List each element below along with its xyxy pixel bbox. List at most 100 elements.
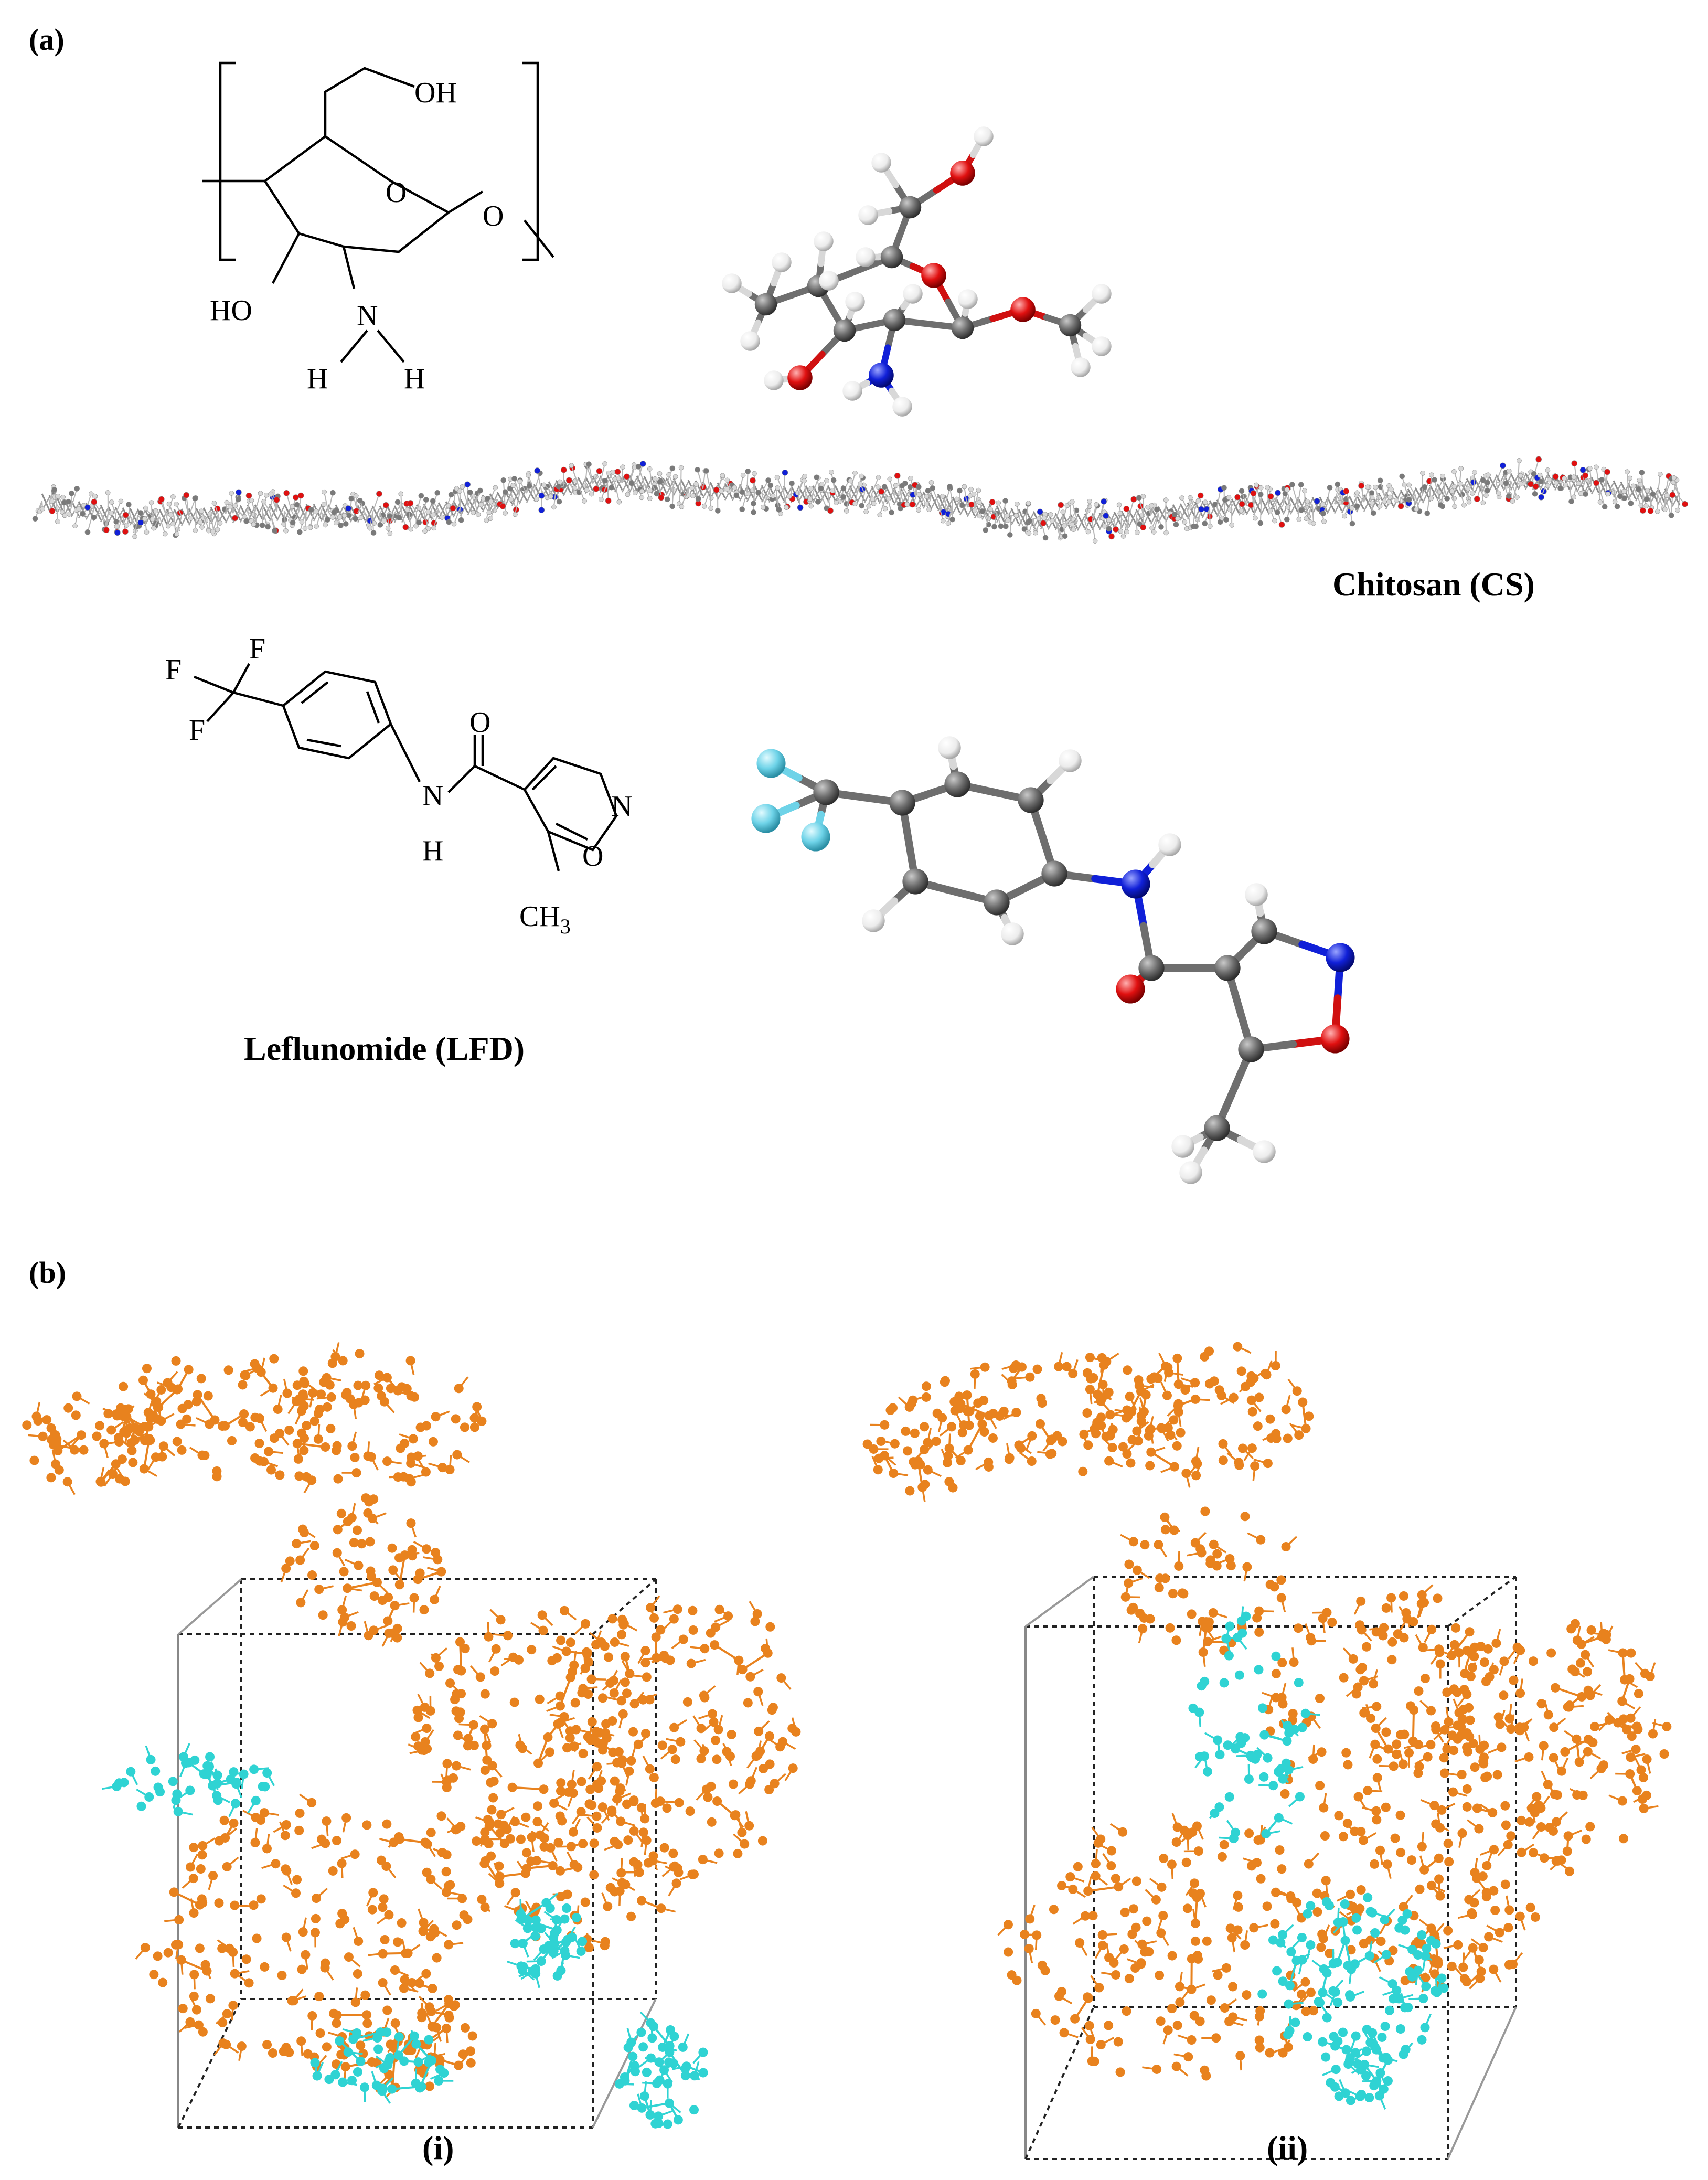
md-atom xyxy=(764,1784,774,1794)
md-atom xyxy=(322,1816,332,1826)
md-atom xyxy=(1462,1802,1472,1812)
chain-bond xyxy=(776,477,784,494)
md-atom xyxy=(628,2051,638,2061)
chain-atom xyxy=(533,496,539,502)
md-atom xyxy=(143,1408,153,1418)
chain-atom xyxy=(1226,495,1232,501)
chain-bond xyxy=(600,463,606,484)
chain-atom xyxy=(1440,473,1445,479)
md-atom xyxy=(163,1948,173,1958)
md-atom xyxy=(1341,1748,1351,1758)
md-atom xyxy=(293,1454,303,1464)
md-atom xyxy=(610,1887,620,1897)
chain-atom xyxy=(1604,469,1610,475)
md-atom xyxy=(1027,1431,1037,1441)
md-atom xyxy=(1173,1379,1183,1389)
md-atom xyxy=(617,1755,627,1765)
chain-atom xyxy=(1532,491,1538,497)
md-atom xyxy=(1404,1748,1414,1758)
md-atom xyxy=(157,1452,167,1462)
md-atom xyxy=(347,1441,357,1451)
chain-atom xyxy=(1432,477,1437,483)
md-atom xyxy=(1398,1759,1408,1769)
md-atom xyxy=(955,1403,965,1413)
md-atom xyxy=(661,1653,671,1663)
chain-atom xyxy=(1449,488,1455,494)
md-atom xyxy=(962,1390,972,1400)
chain-atom xyxy=(1571,460,1578,467)
chain-atom xyxy=(876,475,881,480)
md-atom xyxy=(422,1867,432,1877)
chain-atom xyxy=(166,501,172,507)
chain-atom xyxy=(840,494,847,500)
chain-bond xyxy=(1076,515,1086,531)
md-atom xyxy=(1433,1593,1443,1603)
md-atom xyxy=(1246,1395,1256,1405)
md-atom xyxy=(956,1455,966,1465)
chain-atom xyxy=(1594,464,1599,470)
md-atom xyxy=(728,1779,738,1789)
md-atom xyxy=(1395,1810,1405,1820)
md-atom xyxy=(289,1996,298,2006)
chain-atom xyxy=(499,503,506,509)
chain-atom xyxy=(1612,499,1618,504)
chain-atom xyxy=(199,508,204,514)
md-atom xyxy=(294,1471,304,1481)
chain-bond xyxy=(1426,492,1431,514)
atom-H xyxy=(862,909,885,932)
md-atom xyxy=(198,2027,208,2037)
chain-atom xyxy=(503,489,508,495)
md-atom xyxy=(347,2076,357,2086)
md-atom xyxy=(347,1513,357,1523)
chain-atom xyxy=(1394,497,1399,503)
chain-atom xyxy=(971,492,977,497)
chain-bond xyxy=(879,494,887,515)
md-atom xyxy=(1509,1675,1519,1685)
chain-bond xyxy=(1589,468,1592,485)
chain-atom xyxy=(767,482,774,488)
md-atom xyxy=(940,1376,950,1386)
md-atom xyxy=(984,1457,994,1467)
md-atom xyxy=(469,1422,479,1432)
md-atom xyxy=(1543,1710,1553,1720)
md-atom xyxy=(1140,1540,1150,1550)
atom-O xyxy=(950,161,975,186)
md-atom xyxy=(612,1794,622,1804)
md-atom xyxy=(652,2078,662,2088)
chain-atom xyxy=(1517,458,1522,463)
chain-atom xyxy=(84,504,91,511)
chain-bond xyxy=(1414,487,1424,502)
chain-atom xyxy=(1197,492,1204,499)
chain-bond xyxy=(202,507,212,523)
md-atom xyxy=(218,1421,228,1431)
md-atom xyxy=(592,1762,602,1772)
md-atom xyxy=(422,1839,432,1849)
md-atom xyxy=(1164,1368,1174,1378)
chain-atom xyxy=(353,516,359,522)
md-atom xyxy=(641,1729,651,1739)
md-atom xyxy=(170,1940,180,1950)
chain-atom xyxy=(80,511,86,517)
md-atom xyxy=(53,1445,63,1455)
label-ring-n: N xyxy=(611,790,632,823)
md-atom xyxy=(262,1844,272,1854)
md-atom xyxy=(637,1896,647,1906)
chain-atom xyxy=(1461,502,1467,508)
md-atom xyxy=(1634,1689,1643,1699)
chain-atom xyxy=(168,512,174,517)
md-atom xyxy=(1381,1603,1391,1613)
md-atom xyxy=(378,1596,388,1605)
chain-atom xyxy=(508,496,514,502)
md-atom xyxy=(1435,1823,1445,1833)
md-atom xyxy=(1472,1803,1482,1813)
chain-atom xyxy=(293,494,299,501)
chain-bond xyxy=(1641,472,1643,493)
md-atom xyxy=(368,1888,378,1898)
chain-atom xyxy=(745,469,751,474)
chain-atom xyxy=(983,527,988,533)
md-atom xyxy=(714,1848,724,1858)
chain-bond xyxy=(1327,487,1331,505)
chain-atom xyxy=(614,469,621,475)
md-atom xyxy=(1209,1376,1219,1386)
md-atom xyxy=(443,1995,453,2005)
